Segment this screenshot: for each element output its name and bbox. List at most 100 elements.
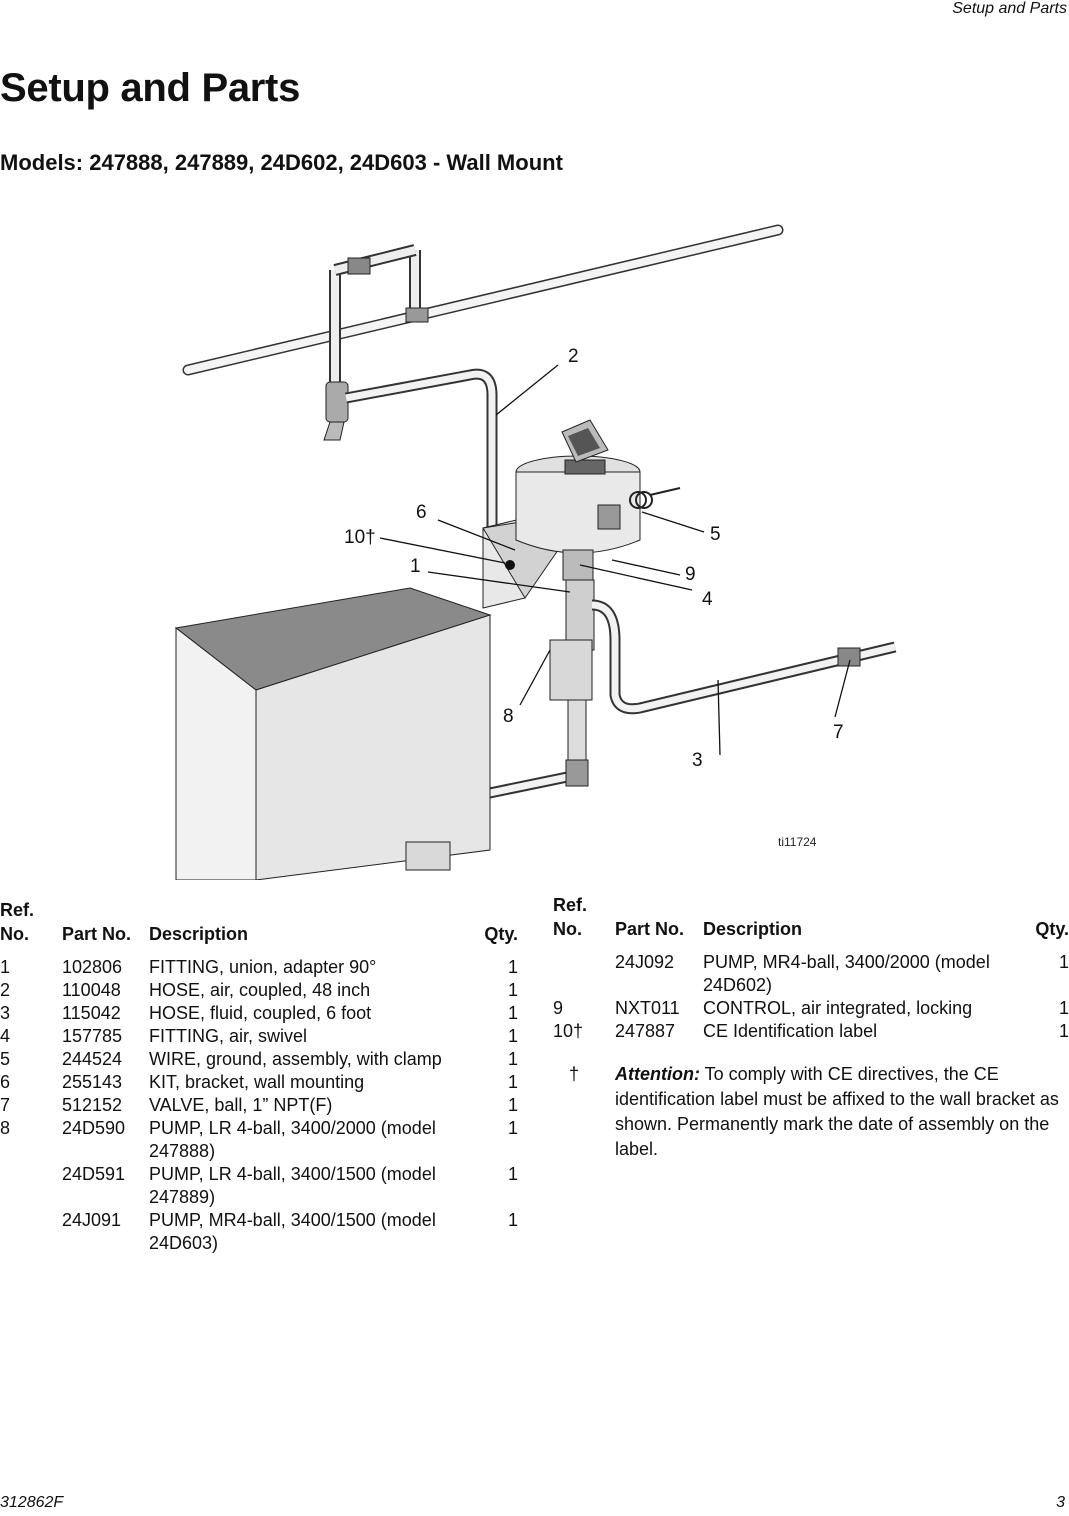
description-header: Description (149, 924, 249, 944)
description-cell: PUMP, MR4-ball, 3400/2000 (model 24D602) (703, 952, 990, 995)
parts-table-left: Ref. No. Part No. Description Qty. 1 1028… (0, 898, 518, 1255)
description-cell: CONTROL, air integrated, locking (703, 998, 973, 1018)
pump-lower (565, 579, 595, 651)
control-display (564, 459, 606, 475)
description-cell: PUMP, MR4-ball, 3400/1500 (model 24D603) (149, 1210, 436, 1253)
part-cell: 244524 (62, 1049, 123, 1069)
description-cell: KIT, bracket, wall mounting (149, 1072, 365, 1092)
table-row: 24J092 PUMP, MR4-ball, 3400/2000 (model 2… (553, 951, 1069, 997)
description-cell: CE Identification label (703, 1021, 878, 1041)
description-cell: PUMP, LR 4-ball, 3400/2000 (model 247888… (149, 1118, 436, 1161)
qty-cell: 1 (507, 1095, 518, 1115)
qty-cell: 1 (507, 1026, 518, 1046)
table-row: 10† 247887 CE Identification label 1 (553, 1020, 1069, 1043)
callout-4: 4 (702, 589, 713, 610)
part-header: Part No. (615, 919, 685, 939)
description-cell: WIRE, ground, assembly, with clamp (149, 1049, 442, 1069)
description-cell: HOSE, air, coupled, 48 inch (149, 980, 371, 1000)
callout-8: 8 (503, 706, 514, 727)
qty-cell: 1 (507, 1210, 518, 1230)
section-title: Models: 247888, 247889, 24D602, 24D603 -… (0, 150, 563, 175)
callout-5: 5 (710, 524, 721, 545)
parts-table-right: Ref. No. Part No. Description Qty. 24J09… (553, 893, 1069, 1043)
part-cell: 255143 (62, 1072, 123, 1092)
figure-id: ti11724 (778, 835, 817, 849)
table-row: 7 512152 VALVE, ball, 1” NPT(F) 1 (0, 1094, 518, 1117)
page-number: 3 (1056, 1494, 1065, 1511)
callout-3: 3 (692, 750, 703, 771)
qty-header: Qty. (1035, 919, 1069, 939)
table-row: 2 110048 HOSE, air, coupled, 48 inch 1 (0, 979, 518, 1002)
ref-cell (0, 1209, 62, 1255)
table-row: 3 115042 HOSE, fluid, coupled, 6 foot 1 (0, 1002, 518, 1025)
table-row: 8 24D590 PUMP, LR 4-ball, 3400/2000 (model… (0, 1117, 518, 1163)
ce-label (505, 560, 515, 570)
qty-cell: 1 (507, 957, 518, 977)
air-filter (325, 381, 349, 423)
document-number: 312862F (0, 1494, 64, 1511)
callout-6: 6 (416, 502, 427, 523)
table-row: 24D591 PUMP, LR 4-ball, 3400/1500 (model … (0, 1163, 518, 1209)
ref-cell: 4 (0, 1026, 11, 1046)
ref-cell (553, 951, 615, 997)
ref-cell: 7 (0, 1095, 11, 1115)
ref-cell: 2 (0, 980, 11, 1000)
callout-9: 9 (685, 564, 696, 585)
wall-mount-diagram: 2 6 10† 1 5 9 4 8 7 3 ti11724 (174, 224, 897, 880)
ref-header: Ref. No. (553, 895, 588, 939)
ref-cell: 5 (0, 1049, 11, 1069)
ref-cell (0, 1163, 62, 1209)
ref-header: Ref. No. (0, 900, 35, 944)
qty-cell: 1 (1058, 952, 1069, 972)
running-head: Setup and Parts (952, 0, 1067, 17)
description-cell: FITTING, union, adapter 90° (149, 957, 377, 977)
description-cell: PUMP, LR 4-ball, 3400/1500 (model 247889… (149, 1164, 436, 1207)
part-cell: 157785 (62, 1026, 123, 1046)
note-text: To comply with CE directives, the CE ide… (615, 1064, 1059, 1159)
qty-cell: 1 (507, 1049, 518, 1069)
table-header: Ref. No. Part No. Description Qty. (0, 898, 518, 956)
part-cell: 512152 (62, 1095, 123, 1115)
page-title: Setup and Parts (0, 66, 301, 110)
table-row: 9 NXT011 CONTROL, air integrated, locking 1 (553, 997, 1069, 1020)
qty-cell: 1 (1058, 1021, 1069, 1041)
part-header: Part No. (62, 924, 132, 944)
part-cell: 247887 (615, 1021, 676, 1041)
ref-cell: 6 (0, 1072, 11, 1092)
callout-7: 7 (833, 722, 844, 743)
part-cell: 24J091 (62, 1210, 122, 1230)
qty-cell: 1 (1058, 998, 1069, 1018)
air-motor (515, 471, 641, 554)
table-row: 1 102806 FITTING, union, adapter 90° 1 (0, 956, 518, 979)
description-cell: HOSE, fluid, coupled, 6 foot (149, 1003, 372, 1023)
ref-cell: 8 (0, 1118, 11, 1138)
attention-label: Attention: (615, 1064, 700, 1084)
callout-10: 10† (344, 527, 376, 548)
part-cell: 24D591 (62, 1164, 126, 1184)
part-cell: 24D590 (62, 1118, 126, 1138)
note-body: Attention: To comply with CE directives,… (615, 1062, 1064, 1162)
qty-cell: 1 (507, 1164, 518, 1184)
ref-cell: 3 (0, 1003, 11, 1023)
setup-illustration: 2 6 10† 1 5 9 4 8 7 3 ti11724 (170, 210, 910, 880)
table-header: Ref. No. Part No. Description Qty. (553, 893, 1069, 951)
dagger-symbol: † (569, 1064, 580, 1084)
qty-cell: 1 (507, 980, 518, 1000)
ref-cell: 1 (0, 957, 11, 977)
qty-cell: 1 (507, 1003, 518, 1023)
part-cell: 115042 (62, 1003, 121, 1023)
description-cell: VALVE, ball, 1” NPT(F) (149, 1095, 333, 1115)
callout-2: 2 (568, 346, 579, 367)
part-cell: NXT011 (615, 998, 680, 1018)
ce-attention-note: † Attention: To comply with CE directive… (569, 1062, 1064, 1162)
description-cell: FITTING, air, swivel (149, 1026, 308, 1046)
ref-cell: 10† (553, 1021, 584, 1041)
part-cell: 24J092 (615, 952, 675, 972)
qty-cell: 1 (507, 1118, 518, 1138)
part-cell: 110048 (62, 980, 121, 1000)
callout-1: 1 (410, 556, 421, 577)
part-cell: 102806 (62, 957, 123, 977)
ref-cell: 9 (553, 998, 564, 1018)
description-header: Description (703, 919, 803, 939)
